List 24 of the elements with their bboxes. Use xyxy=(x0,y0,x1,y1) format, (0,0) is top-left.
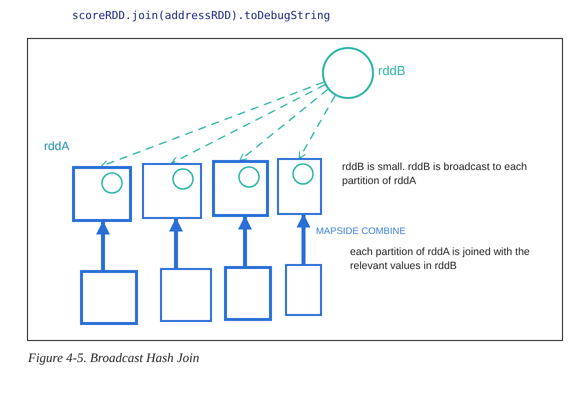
rdd-label: rddA xyxy=(44,138,70,154)
partition-box xyxy=(160,268,212,322)
arrow xyxy=(170,84,326,164)
partition-box xyxy=(212,160,269,217)
partition-box xyxy=(80,270,138,325)
code-text: scoreRDD.join(addressRDD).toDebugString xyxy=(72,9,332,24)
note-text: rddB is small. rddB is broadcast to each partition of rddA xyxy=(342,160,528,188)
figure-caption: Figure 4-5. Broadcast Hash Join xyxy=(28,349,200,367)
arrow xyxy=(239,88,328,161)
rdd-label: rddB xyxy=(378,62,406,80)
arrow xyxy=(100,82,324,168)
partition-box xyxy=(277,158,322,215)
partition-box xyxy=(72,166,132,222)
arrow xyxy=(238,216,252,266)
note-text: each partition of rddA is joined with the relevant values in rddB xyxy=(350,245,531,274)
heading-label: MAPSIDE COMBINE xyxy=(316,226,407,239)
arrow xyxy=(169,218,183,268)
arrow xyxy=(96,220,110,270)
partition-box xyxy=(224,266,272,321)
partition-box xyxy=(285,264,322,316)
rdd-circle xyxy=(322,47,374,99)
arrow xyxy=(298,95,336,160)
arrow xyxy=(296,214,310,264)
partition-box xyxy=(142,163,202,219)
